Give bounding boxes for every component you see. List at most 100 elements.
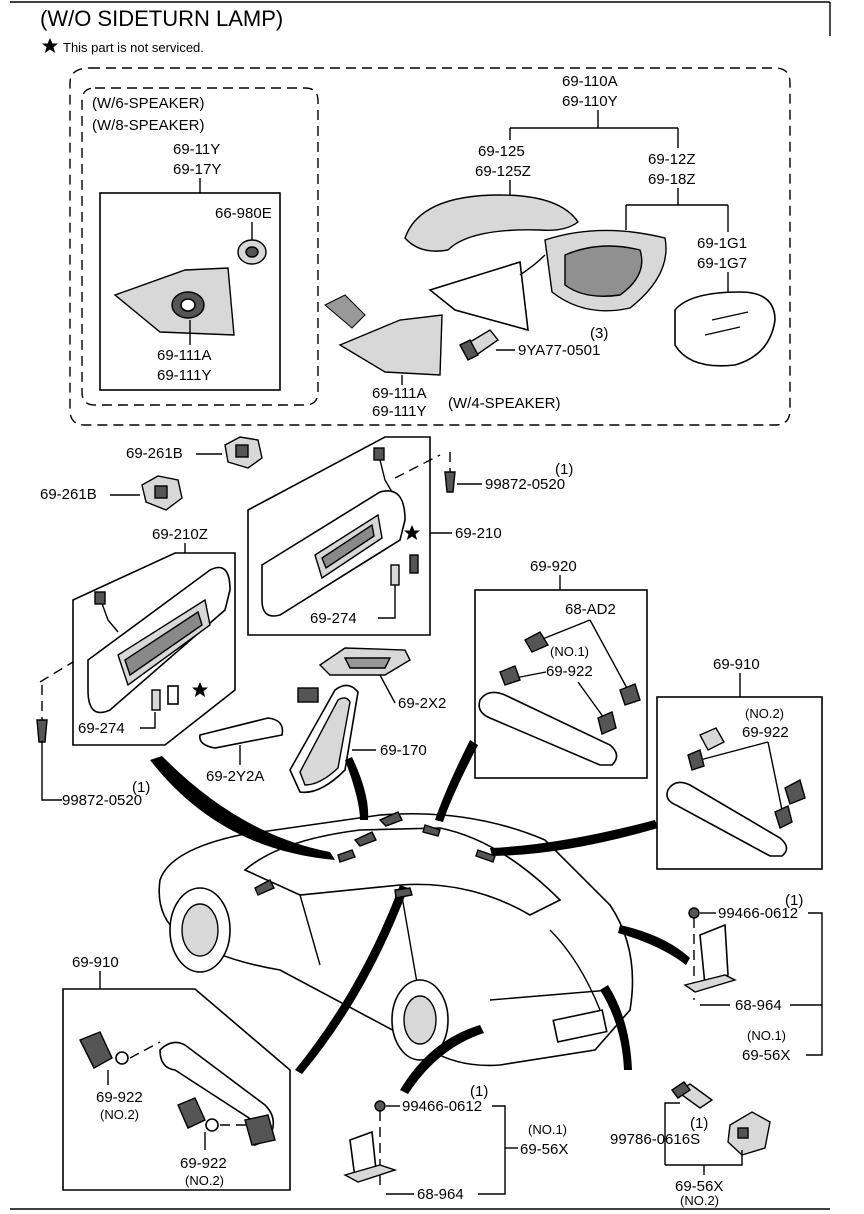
label-69-922-d: 69-922 (180, 1155, 227, 1172)
label-no1-c: (NO.1) (528, 1122, 567, 1137)
leader-69-922-a-l (514, 671, 547, 679)
label-69-56X-a: 69-56X (742, 1047, 790, 1064)
diagram-title: (W/O SIDETURN LAMP) (40, 6, 283, 31)
trunk-stopper-a (683, 923, 737, 993)
label-68-964-b: 68-964 (417, 1186, 464, 1203)
visor-screw-guide-right (394, 454, 441, 479)
label-69-18Z: 69-18Z (648, 171, 696, 188)
visor-clip-69-274-a (390, 554, 419, 586)
label-69-170: 69-170 (380, 742, 427, 759)
assist-grip-69-910-b (159, 1041, 276, 1147)
label-69-56X-b: 69-56X (520, 1141, 568, 1158)
label-no2-b: (NO.2) (100, 1107, 139, 1122)
not-serviced-star-icon-a (404, 525, 420, 540)
inner-cover-w4 (338, 314, 443, 376)
leader-69-922-b-r (767, 741, 783, 811)
label-99872-0520-b: 99872-0520 (62, 792, 142, 809)
grip-assembly-box-69-910-b (62, 988, 291, 1191)
overhead-console-69-2X2 (318, 647, 411, 676)
label-69-922-b: 69-922 (742, 724, 789, 741)
sweep-pointer-visor-left (150, 756, 335, 860)
tree-69-56X-c (665, 1150, 743, 1166)
label-69-11Y: 69-11Y (173, 141, 220, 158)
speaker-cover-box (99, 192, 281, 391)
vehicle-body (158, 812, 634, 1067)
not-serviced-star-icon (42, 38, 58, 53)
label-no2-c: (NO.2) (185, 1173, 224, 1188)
assist-grip-69-2Y2A (198, 717, 284, 749)
label-69-111A-b: 69-111A (372, 385, 427, 402)
leader-99872-0520-b (41, 742, 62, 801)
grip-assembly-box-69-910-a (656, 696, 823, 870)
stopper-69-56X-c (727, 1111, 771, 1156)
label-69-910-a: 69-910 (713, 656, 760, 673)
mirror-group-outline (69, 67, 791, 426)
label-99786-0616S: 99786-0616S (610, 1131, 700, 1148)
leader-69-922-b-l (699, 741, 769, 761)
leader-69-922-a-r (577, 681, 605, 719)
label-69-274-b: 69-274 (78, 720, 125, 737)
label-99872-0520-a: 99872-0520 (485, 476, 565, 493)
label-no1-a: (NO.1) (550, 644, 589, 659)
label-69-2X2: 69-2X2 (398, 695, 446, 712)
roof-mounting-marks (254, 811, 496, 899)
sweep-pointer-console (435, 740, 478, 822)
qty-1-e: (1) (690, 1115, 708, 1132)
sweep-pointer-grip-left-lower (295, 885, 408, 1074)
label-69-210Z: 69-210Z (152, 526, 208, 543)
leader-68-AD2-r (589, 619, 629, 691)
leader-69-2X2 (379, 674, 396, 704)
tree-56X-b (478, 1105, 506, 1195)
label-69-1G1: 69-1G1 (697, 235, 747, 252)
label-69-910-b: 69-910 (72, 954, 119, 971)
leader-69-274-a (378, 585, 396, 619)
sweep-pointer-grip-right (490, 820, 658, 856)
screw-99466-0612-b (374, 1100, 386, 1190)
label-68-964-a: 68-964 (735, 997, 782, 1014)
label-69-210: 69-210 (455, 525, 502, 542)
label-no2-d: (NO.2) (680, 1193, 719, 1208)
label-69-125: 69-125 (478, 143, 525, 160)
qty-1-c: (1) (785, 892, 803, 909)
label-99466-0612-b: 99466-0612 (402, 1098, 482, 1115)
grip-assembly-box-69-920 (474, 589, 648, 779)
tree-99786-0616S (664, 1102, 680, 1165)
qty-1-a: (1) (555, 461, 573, 478)
w6-speaker-label: (W/6-SPEAKER) (92, 95, 205, 112)
assist-grip-69-910-a (666, 781, 788, 857)
label-69-261B-a: 69-261B (126, 445, 183, 462)
label-69-12Z: 69-12Z (648, 151, 696, 168)
label-69-2Y2A: 69-2Y2A (206, 768, 264, 785)
sweep-pointer-stopper-rear (600, 985, 632, 1070)
label-68-AD2: 68-AD2 (565, 601, 616, 618)
label-69-17Y: 69-17Y (173, 161, 221, 178)
sunvisor-left (87, 566, 231, 714)
leader-68-AD2-l (539, 619, 591, 641)
label-69-922-c: 69-922 (96, 1089, 143, 1106)
sunvisor-right (261, 447, 406, 617)
visor-holder-clip-b (141, 475, 183, 511)
leader-69-274-b (140, 712, 156, 729)
not-serviced-note: This part is not serviced. (63, 40, 204, 55)
label-69-111Y-b: 69-111Y (372, 403, 427, 420)
mirror-cap (404, 194, 579, 252)
tree-56X-a (806, 912, 823, 1056)
not-serviced-star-icon-b (192, 682, 208, 697)
visor-box-left (72, 552, 236, 746)
label-69-56X-c: 69-56X (675, 1178, 723, 1195)
rearview-mirror-69-170 (289, 684, 359, 794)
qty-1-d: (1) (470, 1083, 488, 1100)
glass-hatch-1 (711, 311, 749, 321)
sweep-pointer-stopper-lower (400, 1025, 484, 1094)
qty-3: (3) (590, 325, 608, 342)
tweeter-speaker (237, 239, 267, 265)
bolt-9YA77-0501 (459, 329, 500, 361)
assist-grip-69-920 (478, 691, 618, 766)
label-69-1G7: 69-1G7 (697, 255, 747, 272)
trunk-stopper-b (343, 1130, 398, 1183)
label-w4-speaker: (W/4-SPEAKER) (448, 395, 561, 412)
label-9YA77-0501: 9YA77-0501 (518, 342, 600, 359)
grip-clips-69-920 (499, 631, 641, 735)
grip-clip-69-922-c (79, 1031, 129, 1069)
label-69-110A: 69-110A (562, 73, 618, 90)
